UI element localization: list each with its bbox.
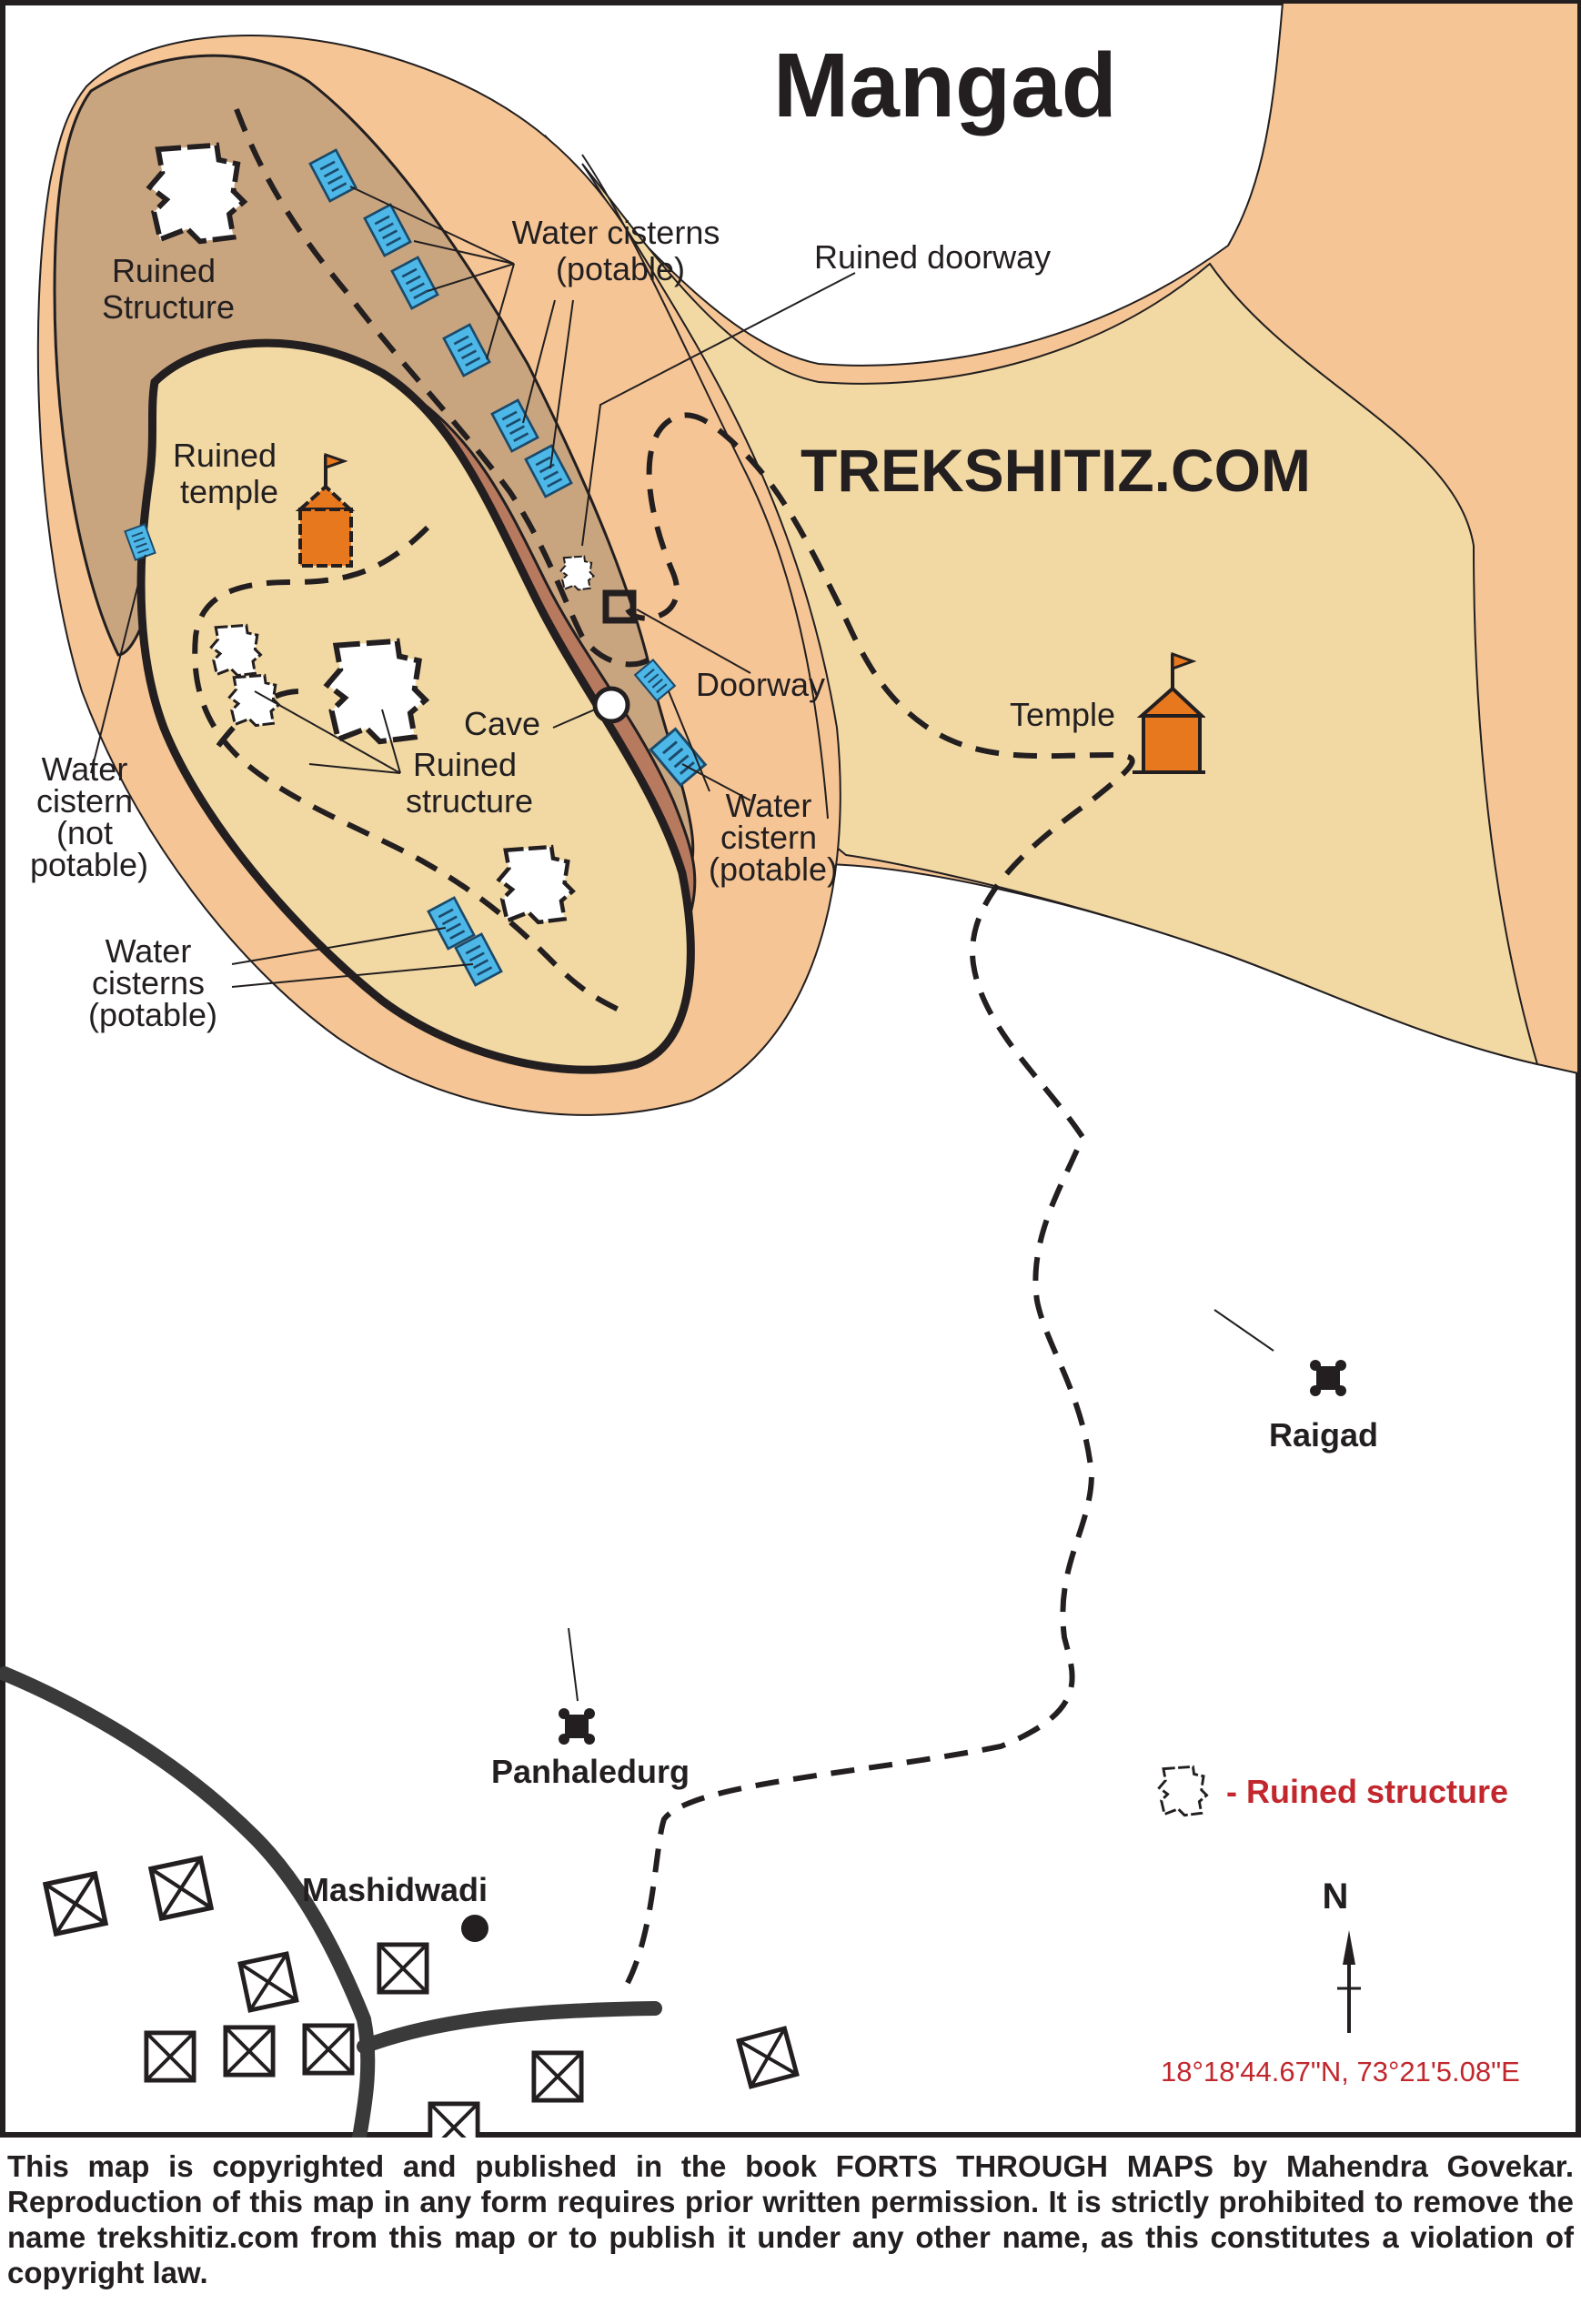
label-water-cistern-right: Water cistern (potable) xyxy=(709,787,838,888)
trail-main xyxy=(625,412,1135,1985)
label-ruined-structure-top: Ruined Structure xyxy=(102,252,235,326)
map-canvas: Mangad TREKSHITIZ.COM xyxy=(0,0,1581,2138)
village-house-icon xyxy=(534,2053,581,2100)
label-water-cisterns-top: Water cisterns (potable) xyxy=(512,214,730,287)
north-label: N xyxy=(1323,1876,1349,1917)
label-doorway: Doorway xyxy=(696,666,825,703)
label-ruined-doorway: Ruined doorway xyxy=(814,238,1051,276)
village-house-icon xyxy=(146,2033,194,2080)
coordinates-label: 18°18'44.67"N, 73°21'5.08"E xyxy=(1161,2056,1520,2088)
label-ruined-temple: Ruined temple xyxy=(173,437,286,510)
village-house-icon xyxy=(240,1954,297,2010)
village-house-icon xyxy=(45,1874,106,1934)
ruined-temple-icon xyxy=(295,452,356,568)
label-cave: Cave xyxy=(464,705,540,742)
map-title: Mangad xyxy=(773,35,1117,136)
legend-ruined-structure-label: - Ruined structure xyxy=(1226,1773,1508,1810)
label-temple: Temple xyxy=(1010,696,1115,733)
roads xyxy=(0,1666,662,2138)
village-house-icon xyxy=(305,2026,352,2073)
village-house-icon xyxy=(226,2027,273,2075)
cave-icon xyxy=(592,686,630,724)
ridge-contour xyxy=(581,154,829,820)
label-panhaledurg: Panhaledurg xyxy=(491,1753,690,1790)
label-water-cistern-left: Water cistern (not potable) xyxy=(30,750,148,883)
copyright-notice: This map is copyrighted and published in… xyxy=(7,2149,1574,2289)
watermark: TREKSHITIZ.COM xyxy=(801,437,1311,504)
label-mashidwadi: Mashidwadi xyxy=(302,1871,488,1908)
north-arrow-icon xyxy=(1337,1930,1361,2033)
trail-ridge xyxy=(234,107,658,668)
village-house-icon xyxy=(430,2104,478,2138)
village-house-icon xyxy=(379,1945,427,1992)
village-dot-icon xyxy=(461,1915,488,1942)
leader-lines xyxy=(90,186,1274,1702)
village-house-icon xyxy=(151,1858,211,1918)
label-water-cisterns-bottom: Water cisterns (potable) xyxy=(88,932,217,1033)
label-ruined-structure-mid: Ruined structure xyxy=(406,746,533,820)
village-house-icon xyxy=(739,2028,797,2087)
label-raigad: Raigad xyxy=(1269,1416,1378,1454)
doorway-icon xyxy=(602,589,637,624)
trail-plateau xyxy=(192,525,620,1012)
